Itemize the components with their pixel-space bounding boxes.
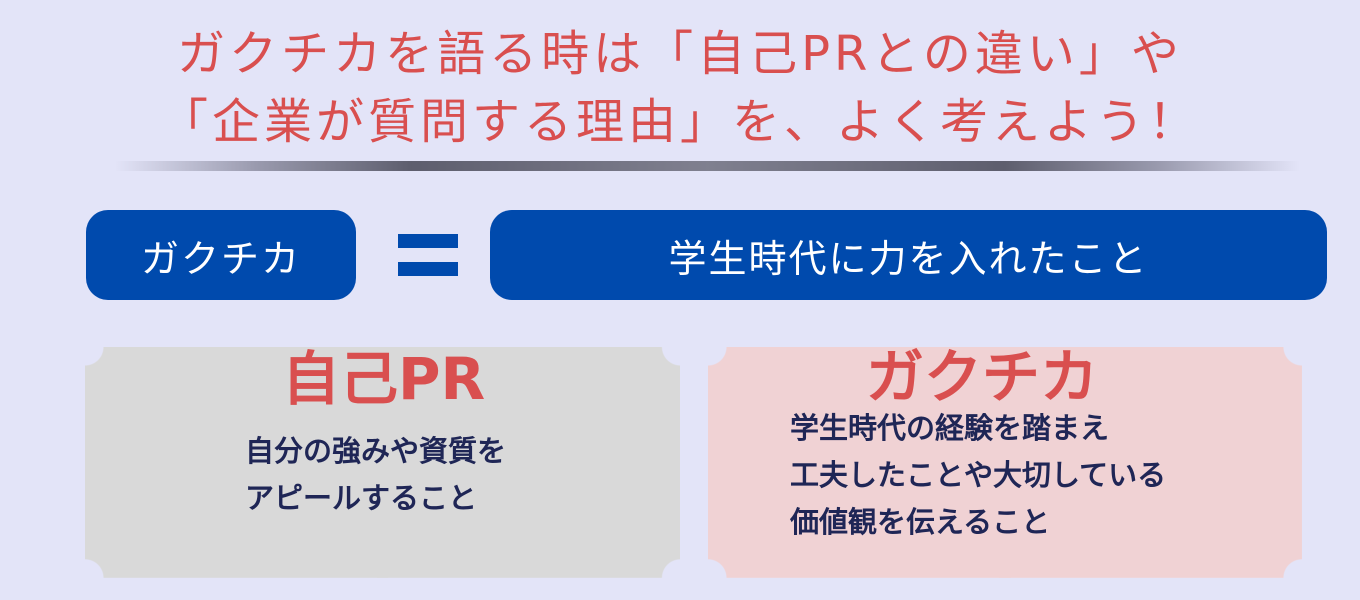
gakuchika-card	[708, 347, 1302, 578]
body-line: 価値観を伝えること	[790, 505, 1051, 539]
self-pr-card	[85, 347, 680, 578]
divider-shadow	[115, 161, 1300, 171]
self-pr-card-body: 自分の強みや資質を アピールすること	[245, 428, 506, 522]
body-line: 学生時代の経験を踏まえ	[790, 411, 1110, 445]
meaning-pill: 学生時代に力を入れたこと	[490, 210, 1327, 300]
term-pill: ガクチカ	[86, 210, 356, 300]
headline-line-1: ガクチカを語る時は「自己PRとの違い」や	[177, 26, 1183, 82]
body-line: 工夫したことや大切している	[790, 458, 1167, 492]
self-pr-card-title: 自己PR	[282, 345, 486, 413]
body-line: 自分の強みや資質を	[245, 434, 507, 468]
headline-line-2: 「企業が質問する理由」を、よく考えよう！	[159, 94, 1200, 150]
body-line: アピールすること	[245, 481, 478, 515]
gakuchika-card-body: 学生時代の経験を踏まえ 工夫したことや大切している 価値観を伝えること	[790, 405, 1166, 546]
gakuchika-card-title: ガクチカ	[866, 343, 1099, 411]
